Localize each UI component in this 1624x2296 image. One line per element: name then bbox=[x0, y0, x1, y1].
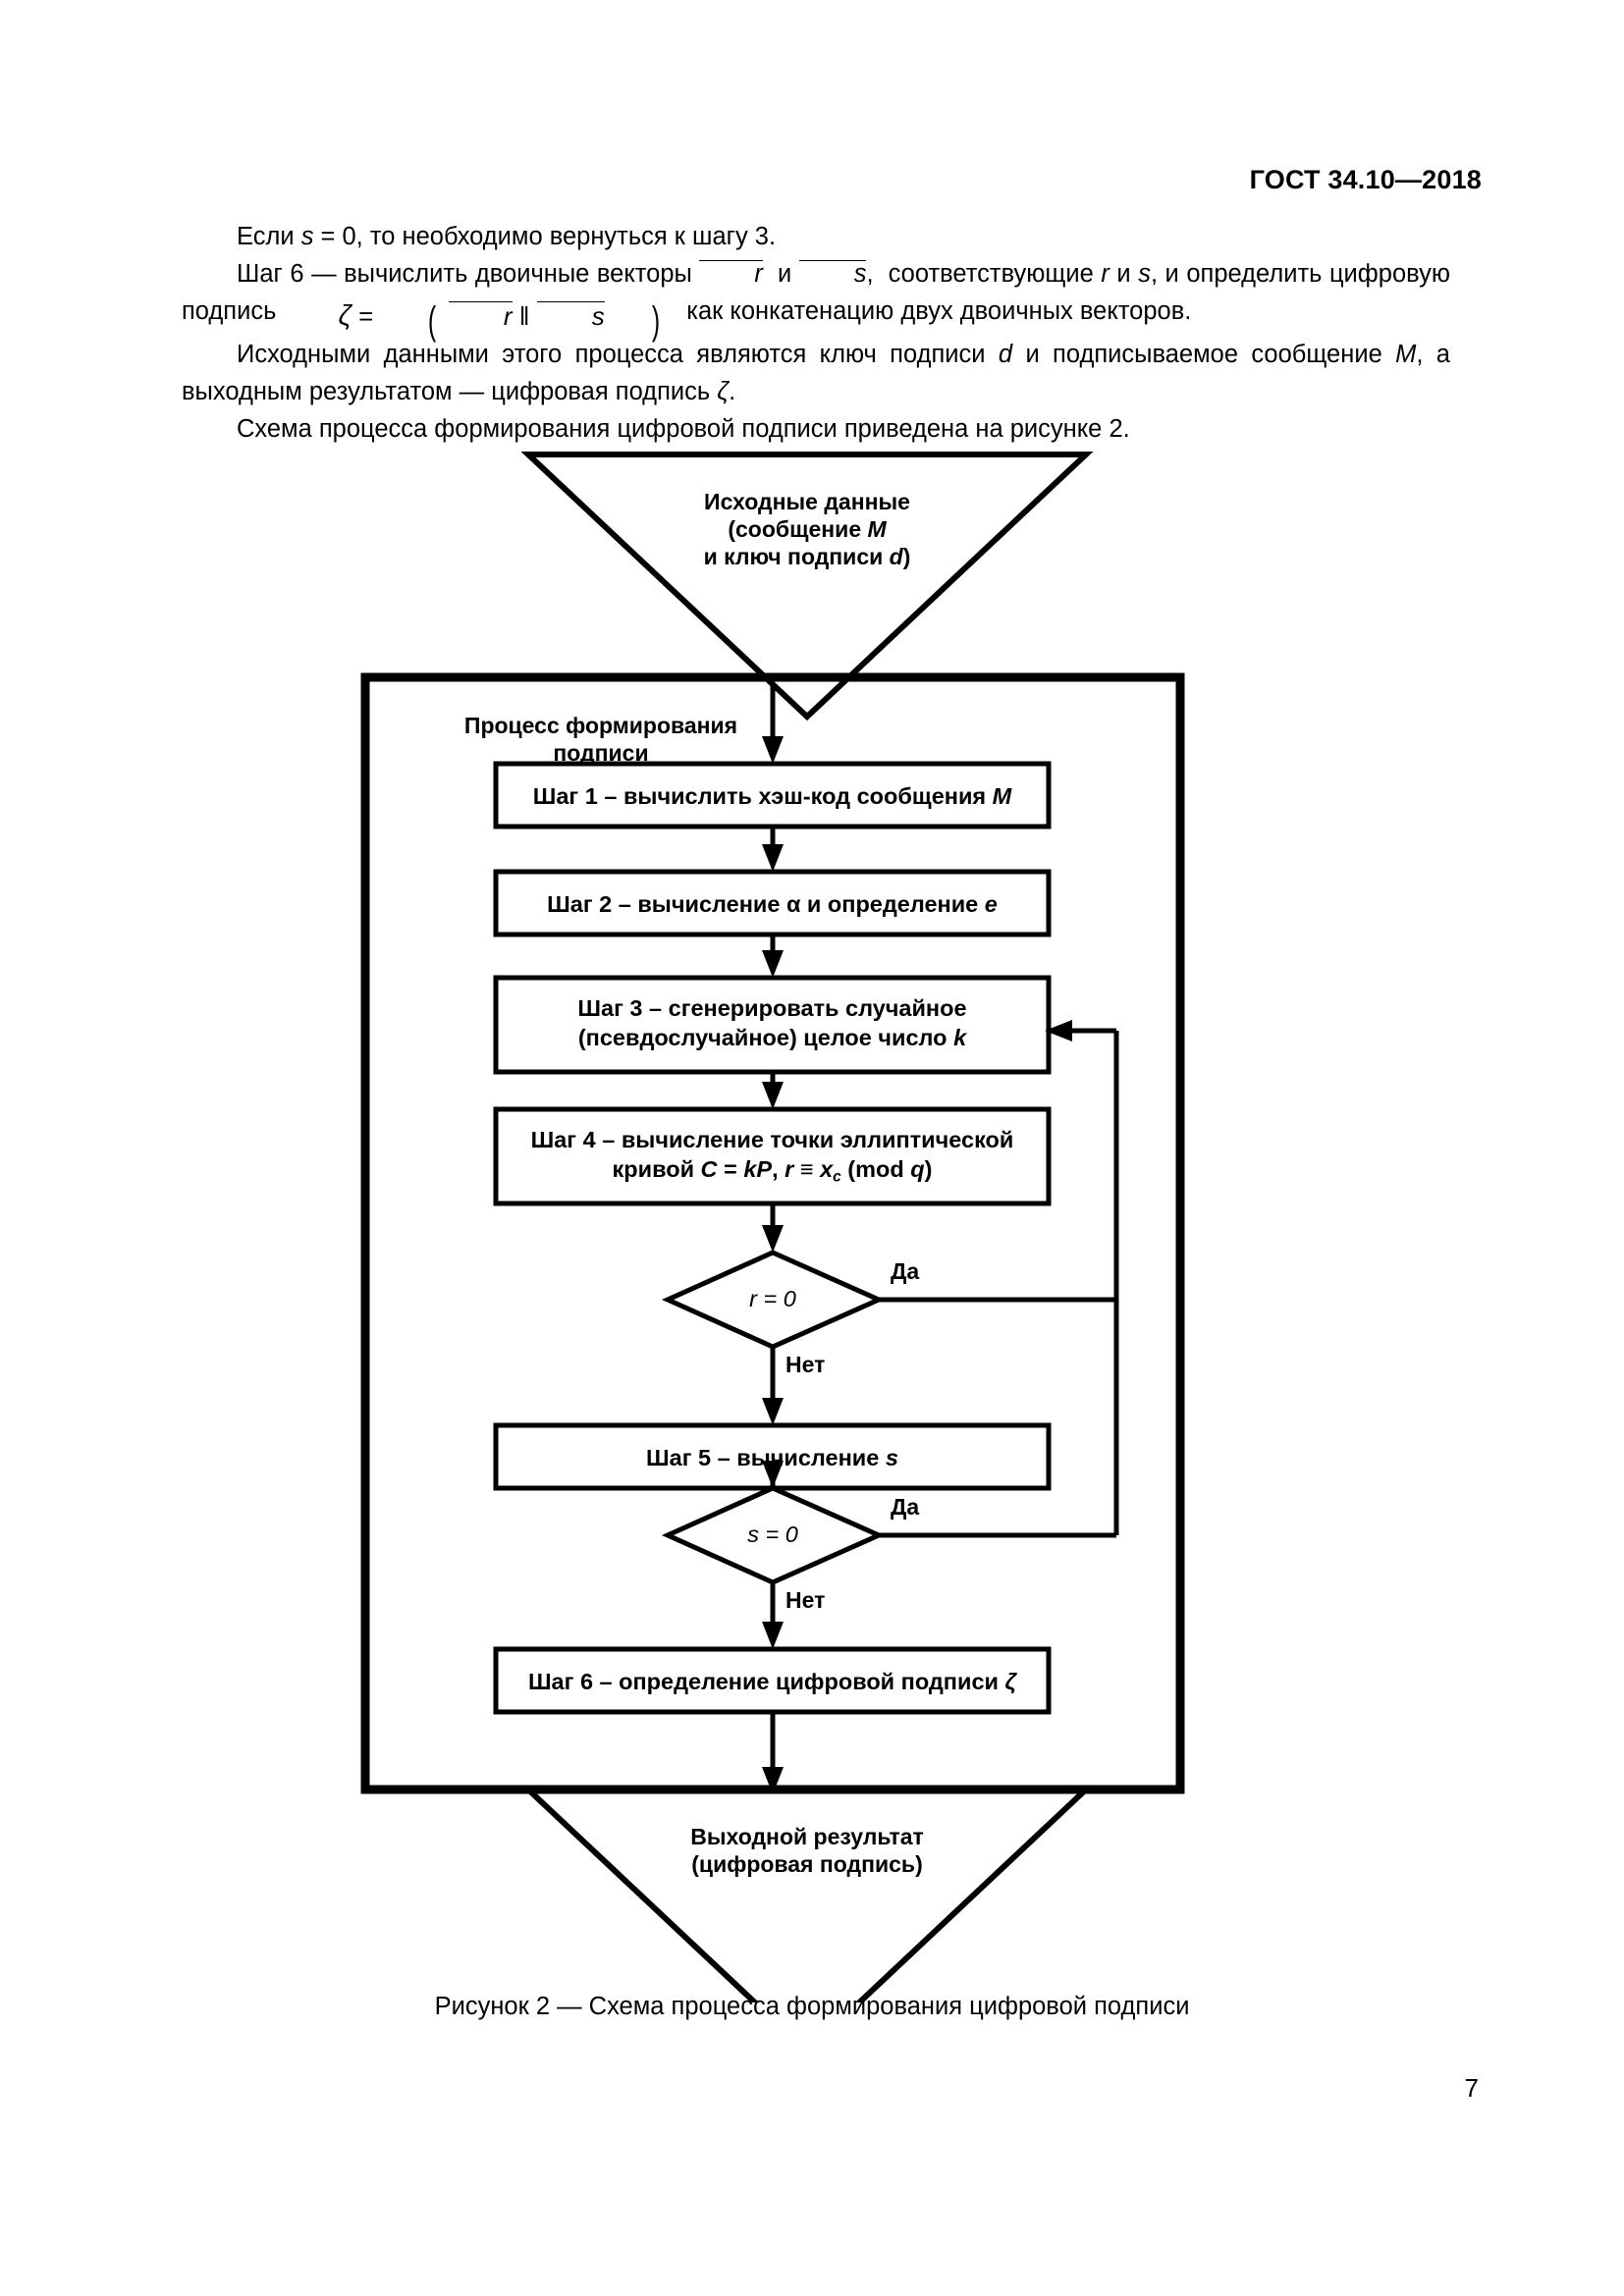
step-1-label: Шаг 1 – вычислить хэш-код сообщения M bbox=[532, 783, 1012, 809]
step-3-label: Шаг 3 – сгенерировать случайное(псевдосл… bbox=[577, 995, 967, 1050]
decision-r-condition-label: r = 0 bbox=[749, 1286, 796, 1311]
step-6-label: Шаг 6 – определение цифровой подписи ζ bbox=[527, 1669, 1017, 1694]
document-standard-header: ГОСТ 34.10—2018 bbox=[1249, 165, 1482, 194]
flowchart-svg bbox=[360, 452, 1185, 2002]
decision-r-yes-label: Да bbox=[891, 1258, 920, 1284]
arrowheads bbox=[762, 736, 1072, 1794]
vector-s-overline: s bbox=[798, 260, 867, 288]
paragraph-return-to-step-3: Если s = 0, то необходимо вернуться к ша… bbox=[237, 223, 777, 250]
page-number: 7 bbox=[1464, 2073, 1479, 2103]
input-triangle-shape bbox=[520, 452, 1094, 721]
process-title-line-2: подписи bbox=[553, 740, 649, 766]
output-node-line-2: (цифровая подпись) bbox=[691, 1851, 923, 1877]
paragraph-step-6: Шаг 6 — вычислить двоичные векторы r и s… bbox=[182, 260, 1451, 343]
output-triangle-shape bbox=[520, 1787, 1094, 2002]
vector-r-overline: r bbox=[699, 260, 763, 288]
decision-s-condition-label: s = 0 bbox=[747, 1522, 798, 1547]
input-node-label: Исходные данные (сообщение M и ключ подп… bbox=[552, 488, 1062, 570]
input-node-line-2: (сообщение M bbox=[728, 516, 887, 542]
output-node-label: Выходной результат (цифровая подпись) bbox=[552, 1823, 1062, 1878]
formula-zeta-concat: ζ = (r ‖ s) bbox=[338, 299, 660, 343]
step-4-subscript: c bbox=[833, 1168, 841, 1186]
decision-s-no-label: Нет bbox=[785, 1587, 826, 1613]
input-node-line-3: и ключ подписи d) bbox=[703, 544, 911, 569]
decision-r-no-label: Нет bbox=[785, 1352, 826, 1377]
paragraph-input-output-data: Исходными данными этого процесса являютс… bbox=[182, 340, 1450, 405]
figure-signature-generation-flowchart: Исходные данные (сообщение M и ключ подп… bbox=[0, 432, 1624, 2002]
output-node-line-1: Выходной результат bbox=[690, 1824, 924, 1849]
process-title-line-1: Процесс формирования bbox=[463, 713, 738, 738]
paragraph-scheme-reference: Схема процесса формирования цифровой под… bbox=[237, 414, 1130, 443]
step-5-label: Шаг 5 – вычисление s bbox=[646, 1445, 898, 1470]
figure-caption: Рисунок 2 — Схема процесса формирования … bbox=[434, 1993, 1190, 2020]
input-node-line-1: Исходные данные bbox=[704, 489, 910, 514]
body-text-block: Если s = 0, то необходимо вернуться к ша… bbox=[182, 218, 1450, 448]
step-2-label: Шаг 2 – вычисление α и определение e bbox=[547, 891, 998, 917]
decision-s-yes-label: Да bbox=[891, 1494, 920, 1520]
process-box-title: Процесс формирования подписи bbox=[395, 712, 807, 767]
